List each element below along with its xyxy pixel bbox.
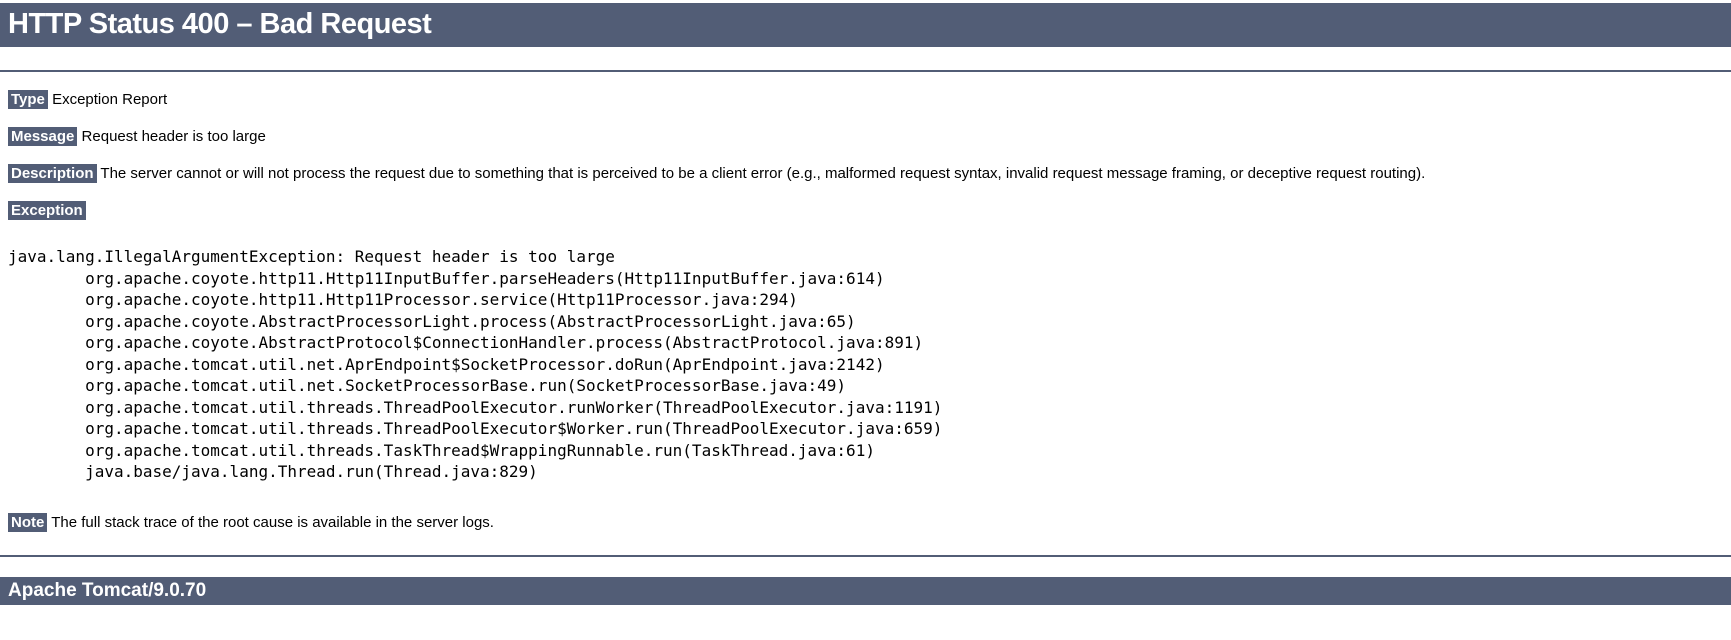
description-row: Description The server cannot or will no… [8,164,1731,183]
page-title: HTTP Status 400 – Bad Request [0,3,1731,47]
note-label-badge: Note [8,512,48,532]
exception-label-badge: Exception [8,201,86,220]
description-value: The server cannot or will not process th… [100,165,1426,182]
type-row: Type Exception Report [8,90,1731,109]
message-value: Request header is too large [81,128,266,145]
separator-line-top [0,70,1731,72]
separator-line-bottom [0,554,1731,557]
note-value: The full stack trace of the root cause i… [51,513,494,531]
type-value: Exception Report [52,91,168,108]
description-label-badge: Description [8,164,97,183]
type-label-badge: Type [8,90,48,109]
message-row: Message Request header is too large [8,127,1731,146]
message-label-badge: Message [8,127,78,146]
exception-row: Exception [8,201,1731,220]
stack-trace: java.lang.IllegalArgumentException: Requ… [8,247,943,481]
note-row: Note The full stack trace of the root ca… [8,512,1731,532]
server-version-footer: Apache Tomcat/9.0.70 [0,576,1731,605]
